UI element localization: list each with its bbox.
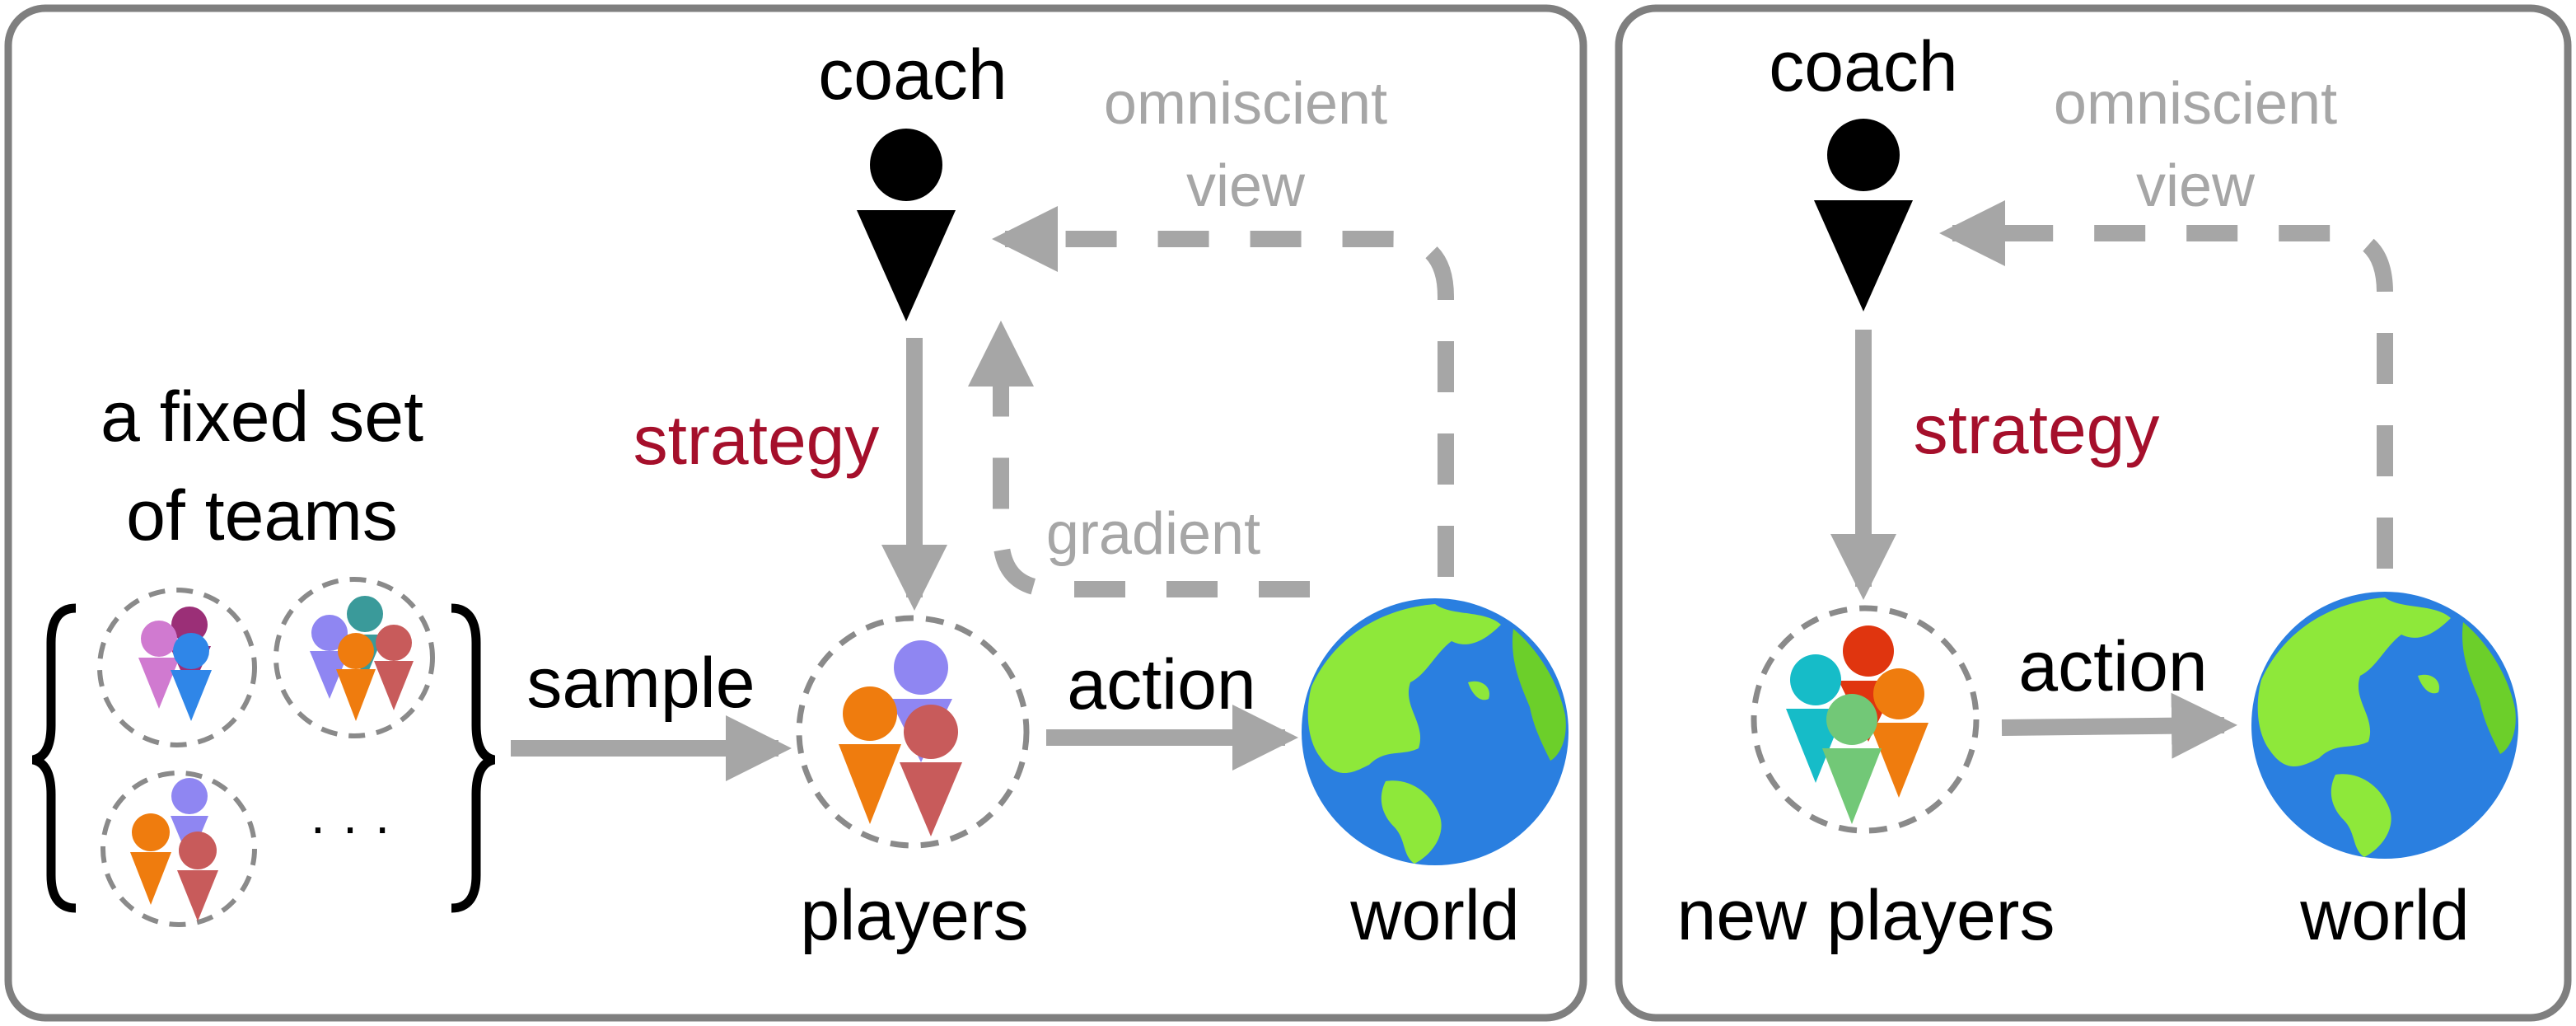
omniscient-view-arrow <box>1939 200 2393 569</box>
coach-label: coach <box>1769 27 1958 106</box>
coach-label: coach <box>818 35 1007 115</box>
players-label: players <box>800 876 1028 955</box>
team-group-icon <box>97 588 257 747</box>
gradient-arrow <box>968 321 1310 597</box>
more-teams-ellipsis: · · · <box>309 797 391 856</box>
omniscient-view-label-line1: omniscient <box>2054 71 2337 137</box>
new-players-team-icon <box>1751 605 1980 834</box>
earth-globe-icon <box>2251 592 2518 859</box>
strategy-label: strategy <box>633 401 880 479</box>
omniscient-view-label-line2: view <box>1186 153 1306 219</box>
right-panel: coach omniscient view strategy new playe… <box>1615 4 2572 1022</box>
players-team-icon <box>796 615 1030 849</box>
left-brace <box>31 603 77 913</box>
earth-globe-icon <box>1302 598 1569 865</box>
left-panel-border <box>4 4 1587 1022</box>
teams-label-line2: of teams <box>126 476 398 555</box>
teams-label-line1: a fixed set <box>101 377 423 457</box>
gradient-label: gradient <box>1046 501 1260 567</box>
world-label: world <box>2299 876 2470 955</box>
right-brace <box>451 603 496 913</box>
coach-person-icon <box>1814 119 1913 312</box>
omniscient-view-arrow <box>992 206 1454 577</box>
team-group-icon <box>273 577 435 738</box>
action-label: action <box>1067 645 1256 724</box>
right-panel-border <box>1615 4 2572 1022</box>
omniscient-view-label-line1: omniscient <box>1104 71 1387 137</box>
new-players-label: new players <box>1677 876 2055 955</box>
omniscient-view-label-line2: view <box>2136 153 2256 219</box>
action-label: action <box>2018 627 2208 706</box>
world-label: world <box>1349 876 1520 955</box>
strategy-label: strategy <box>1914 391 2160 468</box>
left-panel: coach omniscient view gradient strategy … <box>4 4 1587 1022</box>
action-arrow <box>2001 692 2237 759</box>
sample-label: sample <box>526 644 755 723</box>
coach-person-icon <box>857 129 956 321</box>
team-group-icon <box>101 771 257 927</box>
